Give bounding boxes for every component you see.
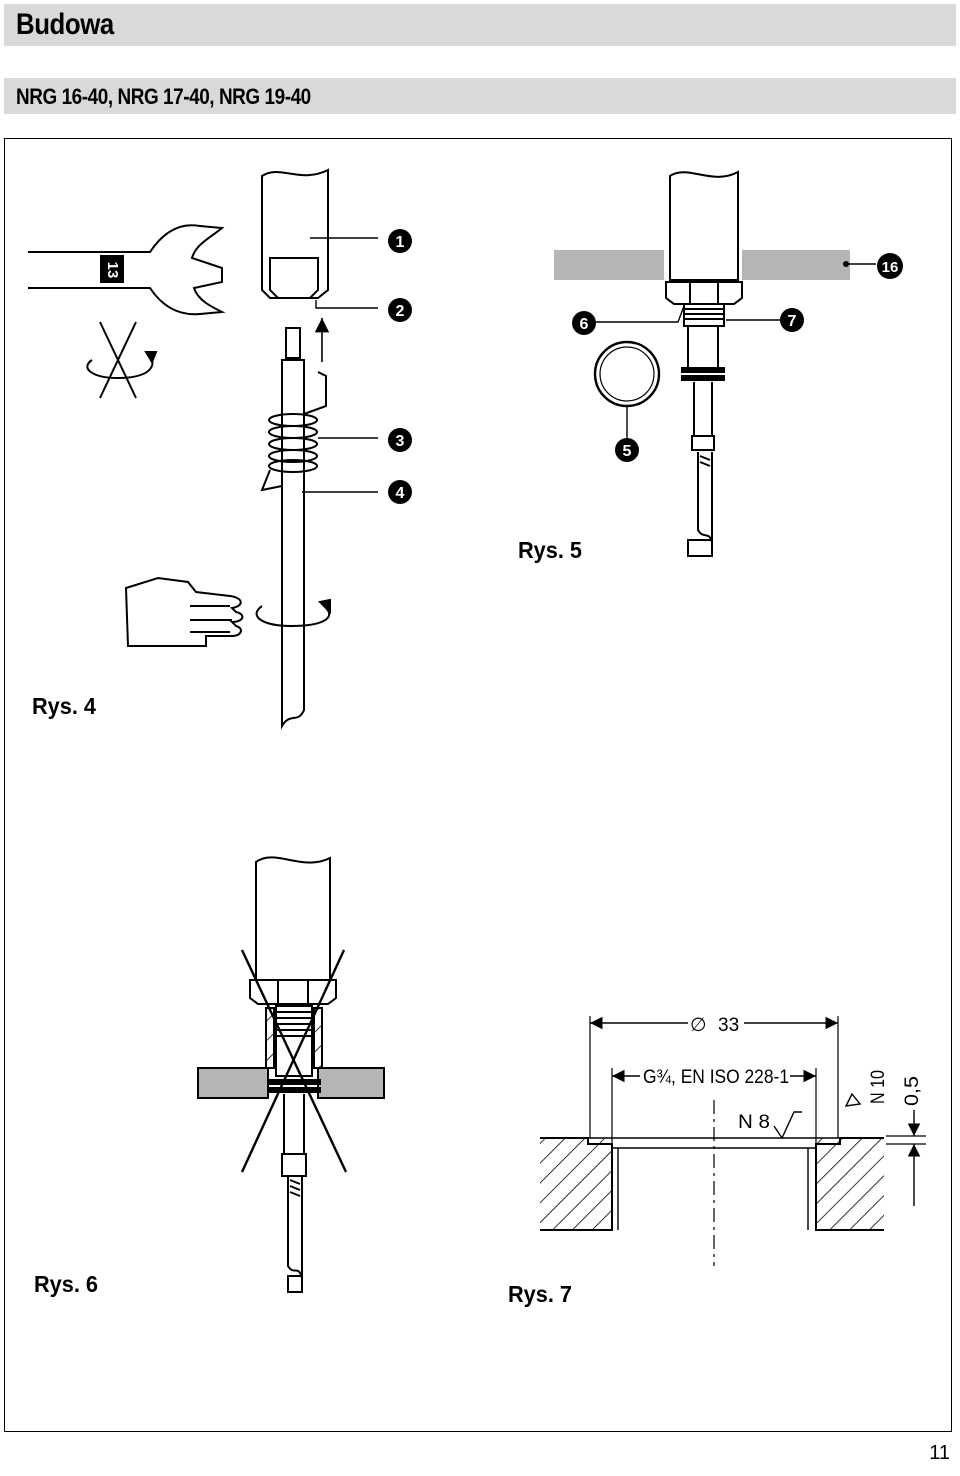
hand-icon xyxy=(124,576,244,647)
figure-frame xyxy=(4,138,952,1432)
rys5-drawing xyxy=(554,170,876,557)
surface-n10: N 10 xyxy=(868,1070,889,1104)
section-title: Budowa xyxy=(16,8,114,41)
page-number: 11 xyxy=(929,1442,950,1464)
callout-1: 1 xyxy=(396,234,405,251)
rys7-labels: ∅ 33 G¾, EN ISO 228-1 N 8 N 10 0,5 xyxy=(643,1015,923,1133)
models-header-bar: NRG 16-40, NRG 17-40, NRG 19-40 xyxy=(4,78,956,114)
surface-n8: N 8 xyxy=(738,1112,770,1133)
rys4-caption: Rys. 4 xyxy=(32,693,96,719)
wrench-icon xyxy=(28,224,226,316)
rys4-drawing: 13 xyxy=(28,168,378,730)
section-header-bar: Budowa xyxy=(4,4,956,46)
rotation-arrow-icon xyxy=(86,355,154,380)
rys7-drawing xyxy=(540,1016,926,1266)
callout-6: 6 xyxy=(580,316,589,333)
dim-thread: G¾, EN ISO 228-1 xyxy=(643,1067,789,1088)
rys7-caption: Rys. 7 xyxy=(508,1281,572,1307)
rys5-caption: Rys. 5 xyxy=(518,537,582,563)
dim-depth: 0,5 xyxy=(902,1076,923,1106)
callout-5: 5 xyxy=(623,443,632,460)
callout-7: 7 xyxy=(788,313,797,330)
diameter-symbol: ∅ xyxy=(690,1015,707,1036)
wrench-size-box xyxy=(100,255,124,283)
wrench-size-label: 13 xyxy=(104,262,121,279)
callout-2: 2 xyxy=(396,303,405,320)
models-title: NRG 16-40, NRG 17-40, NRG 19-40 xyxy=(16,84,311,109)
callout-16: 16 xyxy=(882,259,899,276)
rys6-drawing xyxy=(197,856,385,1293)
callout-4: 4 xyxy=(396,485,405,502)
rys5-callouts: 16 6 7 5 xyxy=(572,253,903,462)
rys6-caption: Rys. 6 xyxy=(34,1271,98,1297)
dim-diameter: 33 xyxy=(718,1015,739,1036)
rotation-arrow-icon xyxy=(255,605,331,628)
callout-3: 3 xyxy=(396,433,405,450)
rys4-callouts: 1 2 3 4 xyxy=(388,229,412,504)
